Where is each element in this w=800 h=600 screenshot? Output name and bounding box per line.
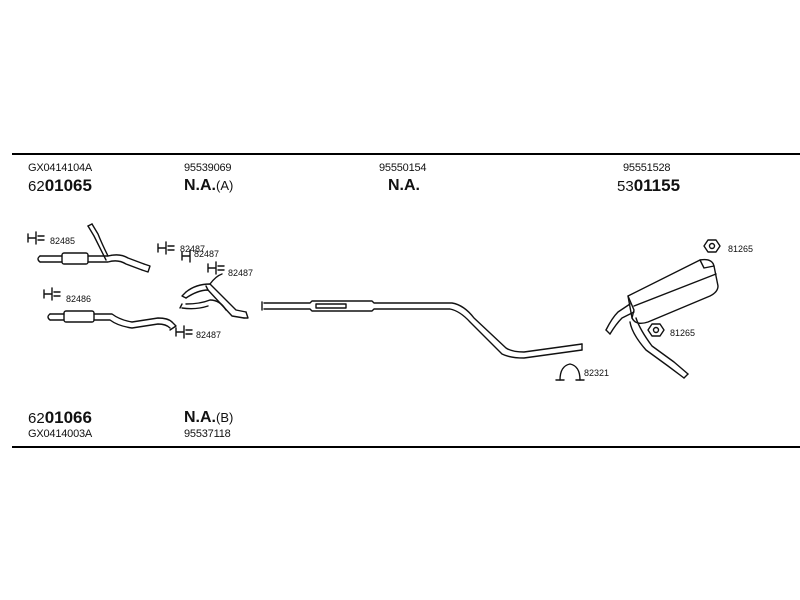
- hanger-icon-top: [703, 239, 721, 253]
- ref-col1-bottom: GX0414003A: [28, 428, 93, 440]
- rear-silencer: [605, 258, 719, 379]
- ref-col1-top: GX0414104A: [28, 162, 93, 174]
- hanger-icon-mid: [647, 323, 665, 337]
- clamp-icon-a: [27, 231, 45, 245]
- clamp-icon-f: [175, 325, 193, 339]
- na-col2-bottom: N.A.(B): [184, 409, 233, 427]
- na-text: N.A.: [184, 409, 216, 426]
- code-col1-bottom: 6201066: [28, 408, 92, 428]
- part-label-81265-top: 81265: [728, 244, 754, 254]
- code-prefix: 62: [28, 178, 45, 195]
- ref-col2-bottom: 95537118: [184, 428, 231, 440]
- bottom-divider: [12, 446, 800, 448]
- part-label-81265-mid: 81265: [670, 328, 696, 338]
- part-label-82487-c: 82487: [194, 249, 220, 259]
- front-pipe-lower: [47, 310, 177, 331]
- clamp-icon-c: [181, 249, 191, 263]
- front-pipe-upper: [37, 223, 151, 273]
- top-divider: [12, 153, 800, 155]
- code-col4-top: 5301155: [617, 176, 680, 196]
- code-prefix: 62: [28, 410, 45, 427]
- clamp-icon-b: [157, 241, 175, 255]
- part-label-82487-b: 82487: [180, 244, 206, 254]
- part-label-82321: 82321: [584, 368, 610, 378]
- clamp-icon-e: [43, 287, 61, 301]
- ref-col2-top: 95539069: [184, 162, 232, 174]
- na-text: N.A.: [184, 177, 216, 194]
- middle-pipe: [261, 300, 583, 359]
- part-label-82485: 82485: [50, 236, 76, 246]
- code-prefix: 53: [617, 178, 634, 195]
- na-col2-top: N.A.(A): [184, 177, 233, 195]
- na-suffix: (A): [216, 178, 234, 193]
- part-label-82486: 82486: [66, 294, 92, 304]
- y-pipe: [179, 273, 249, 319]
- code-main: 01155: [633, 176, 681, 195]
- part-label-82487-f: 82487: [196, 330, 222, 340]
- na-col3-top: N.A.: [388, 177, 420, 194]
- na-suffix: (B): [216, 410, 234, 425]
- part-label-82487-d: 82487: [228, 268, 254, 278]
- code-col1-top: 6201065: [28, 176, 92, 196]
- code-main: 01065: [44, 176, 92, 195]
- clamp-icon-mid: [555, 363, 585, 381]
- ref-col4-top: 95551528: [623, 162, 671, 174]
- code-main: 01066: [44, 408, 92, 427]
- clamp-icon-d: [207, 261, 225, 275]
- ref-col3-top: 95550154: [379, 162, 427, 174]
